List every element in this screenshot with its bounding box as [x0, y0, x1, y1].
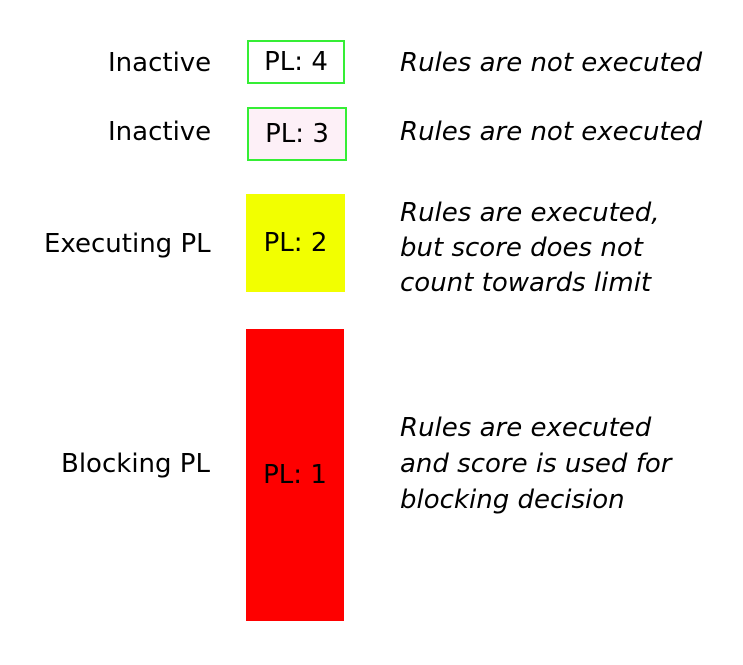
row-label-blocking-pl: Blocking PL	[61, 449, 210, 479]
pl-box-1: PL: 1	[246, 329, 344, 621]
pl-box-2-text: PL: 2	[263, 228, 328, 258]
pl-box-4-text: PL: 4	[264, 47, 328, 77]
row-label-executing-pl: Executing PL	[44, 229, 211, 259]
pl-box-1-text: PL: 1	[263, 460, 327, 490]
pl-box-3-text: PL: 3	[265, 119, 329, 149]
row-description-pl1: Rules are executed and score is used for…	[400, 413, 672, 515]
row-description-pl2: Rules are executed, but score does not c…	[400, 198, 660, 298]
pl-box-4: PL: 4	[247, 40, 345, 84]
pl-box-3: PL: 3	[247, 107, 347, 161]
row-description-pl4: Rules are not executed	[400, 48, 703, 78]
pl-box-2: PL: 2	[246, 194, 345, 292]
row-label-inactive-pl3: Inactive	[108, 117, 212, 147]
row-description-pl3: Rules are not executed	[400, 117, 703, 147]
row-label-inactive-pl4: Inactive	[108, 48, 212, 78]
